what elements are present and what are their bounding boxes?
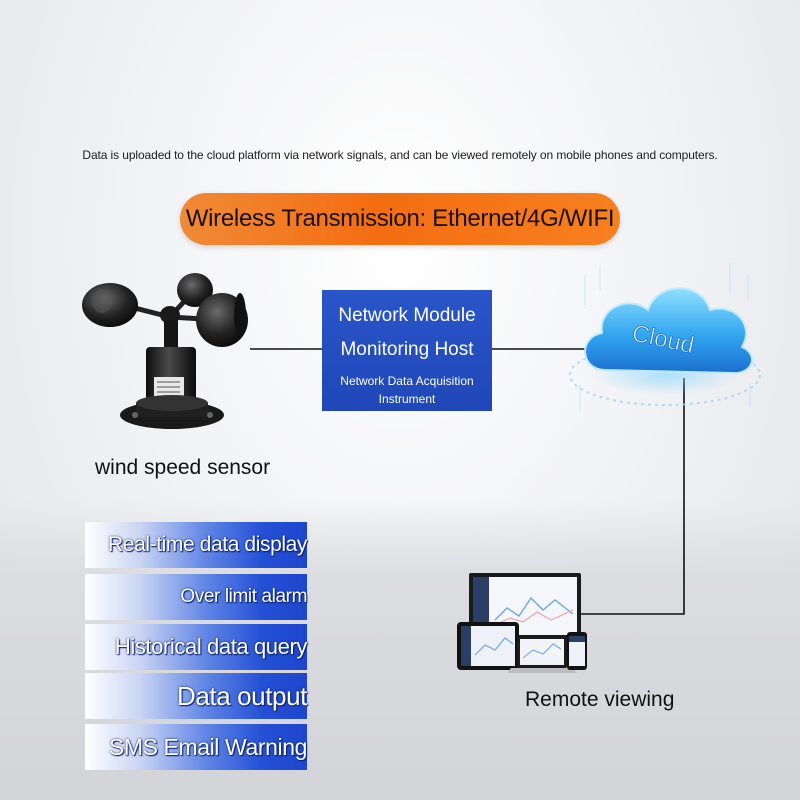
- feature-data-output: Data output: [176, 681, 307, 711]
- network-module-box: [322, 290, 492, 411]
- feature-over-limit-alarm: Over limit alarm: [180, 586, 307, 607]
- sensor-label: wind speed sensor: [95, 456, 271, 479]
- feature-bar-alarm: [85, 574, 307, 620]
- feature-sms-email-warning: SMS Email Warning: [108, 734, 308, 760]
- transmission-banner: [180, 193, 620, 245]
- feature-bar-realtime: [85, 522, 307, 568]
- feature-bar-warning: [85, 724, 307, 770]
- cloud-to-devices-line: [578, 378, 685, 615]
- anemometer-icon: [82, 273, 248, 429]
- feature-realtime-display: Real-time data display: [108, 533, 307, 556]
- caption-text: Data is uploaded to the cloud platform v…: [82, 148, 718, 162]
- module-title-line1: Network Module: [338, 305, 476, 326]
- feature-bar-output: [85, 673, 307, 719]
- feature-historical-query: Historical data query: [114, 634, 308, 659]
- transmission-banner-text: Wireless Transmission: Ethernet/4G/WIFI: [185, 205, 615, 232]
- devices-icon: [457, 573, 587, 673]
- module-subtitle-line2: Instrument: [378, 392, 436, 406]
- module-title-line2: Monitoring Host: [340, 339, 474, 360]
- module-subtitle-line1: Network Data Acquisition: [340, 374, 474, 388]
- feature-bar-history: [85, 624, 307, 670]
- remote-viewing-label: Remote viewing: [525, 688, 675, 711]
- cloud-icon: Cloud: [569, 263, 761, 410]
